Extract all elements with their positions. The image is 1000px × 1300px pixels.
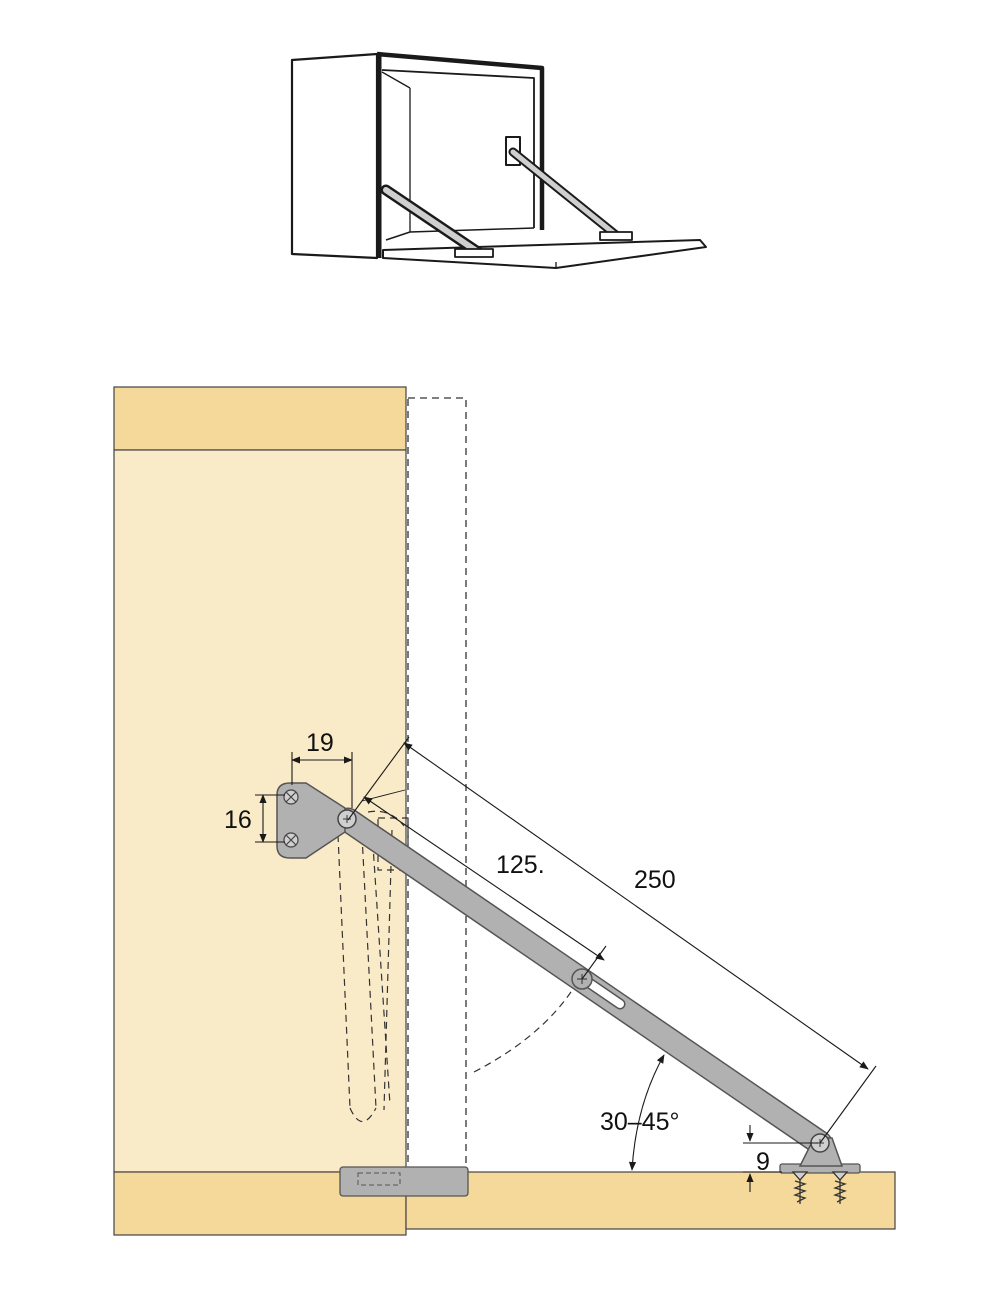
open-flap-panel xyxy=(405,1171,896,1230)
dimension-lines xyxy=(255,736,877,1192)
base-height-label: 9 xyxy=(756,1148,770,1176)
bracket-screw-icon xyxy=(283,789,299,848)
cabinet-top-panel xyxy=(113,386,407,451)
cabinet-side-panel xyxy=(113,449,407,1173)
angle-range-label: 30–45° xyxy=(600,1108,680,1136)
flap-bracket xyxy=(779,1133,861,1204)
flap-catch-icon xyxy=(339,1166,469,1197)
bracket-width-label: 19 xyxy=(306,729,334,757)
cabinet-perspective-icon xyxy=(290,51,707,269)
wall-bracket xyxy=(276,782,357,859)
closed-flap-outline xyxy=(407,397,467,1173)
bracket-height-label: 16 xyxy=(224,806,252,834)
pivot-to-slot-label: 125. xyxy=(496,851,545,879)
total-length-label: 250 xyxy=(634,866,676,894)
lid-stay-icon xyxy=(335,807,833,1156)
wood-screw-icon xyxy=(791,1171,849,1204)
